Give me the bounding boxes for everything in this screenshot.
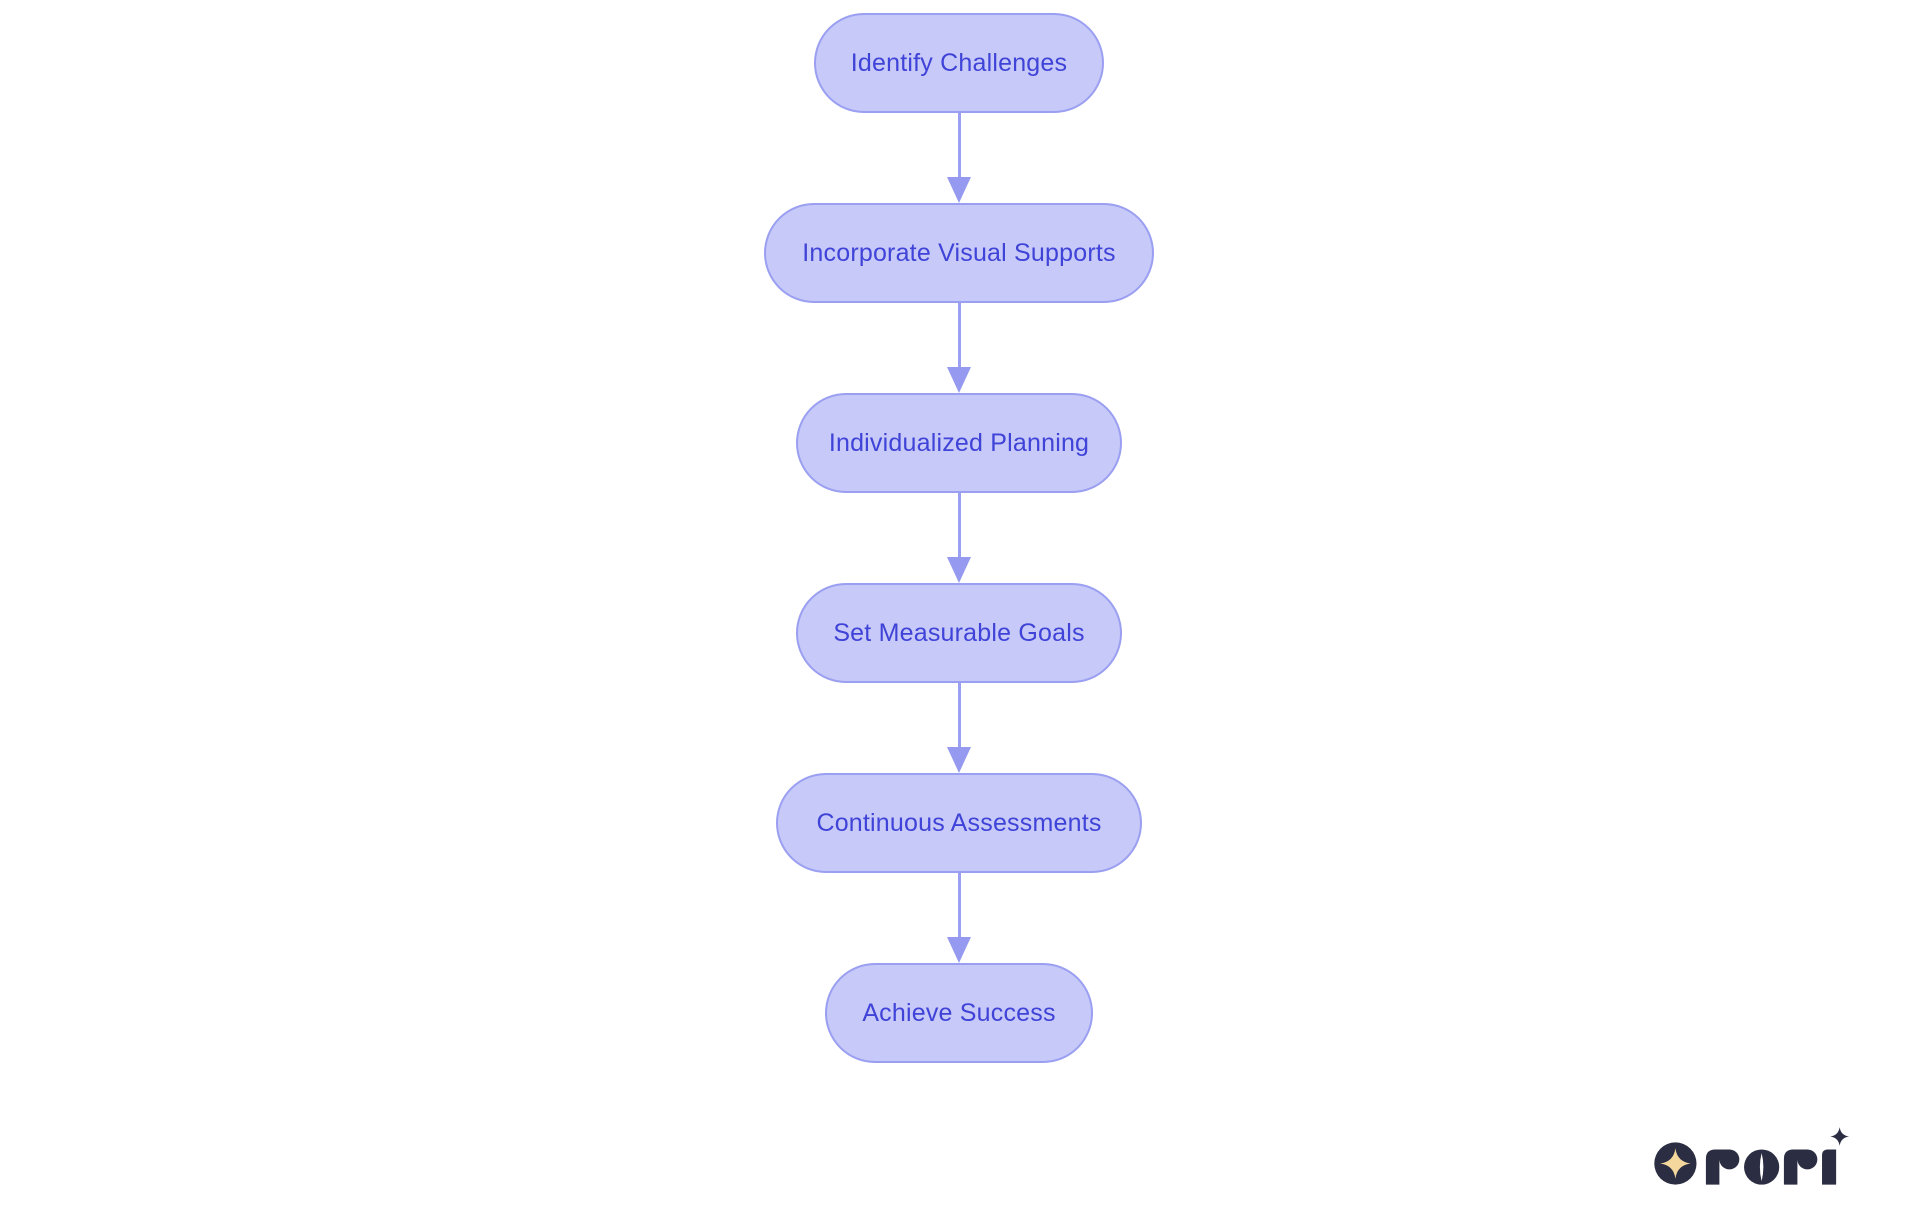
flow-arrow-connector xyxy=(946,493,972,583)
arrow-down-icon xyxy=(947,557,971,583)
flow-node-identify-challenges: Identify Challenges xyxy=(814,13,1104,113)
flow-node-label: Identify Challenges xyxy=(850,48,1068,77)
rori-logo-graphic xyxy=(1654,1127,1850,1185)
arrow-down-icon xyxy=(947,177,971,203)
flow-arrow-connector xyxy=(946,113,972,203)
arrow-down-icon xyxy=(947,367,971,393)
sparkle-circle-icon xyxy=(1654,1142,1697,1185)
flow-node-label: Continuous Assessments xyxy=(816,808,1102,837)
flow-node-continuous-assessments: Continuous Assessments xyxy=(776,773,1142,873)
flow-node-achieve-success: Achieve Success xyxy=(825,963,1093,1063)
rori-wordmark xyxy=(1705,1127,1850,1185)
flow-node-label: Incorporate Visual Supports xyxy=(802,238,1116,267)
arrow-shaft xyxy=(957,493,961,557)
flow-arrow-connector xyxy=(946,873,972,963)
flow-node-label: Set Measurable Goals xyxy=(833,618,1085,647)
arrow-shaft xyxy=(957,113,961,177)
arrow-shaft xyxy=(957,303,961,367)
flow-node-label: Individualized Planning xyxy=(828,428,1090,457)
flow-node-label: Achieve Success xyxy=(862,998,1056,1027)
flow-node-individualized-planning: Individualized Planning xyxy=(796,393,1122,493)
arrow-shaft xyxy=(957,873,961,937)
flow-node-incorporate-visual-supports: Incorporate Visual Supports xyxy=(764,203,1154,303)
flow-arrow-connector xyxy=(946,303,972,393)
arrow-down-icon xyxy=(947,747,971,773)
flow-arrow-connector xyxy=(946,683,972,773)
rori-logo xyxy=(1654,1126,1854,1187)
flow-node-set-measurable-goals: Set Measurable Goals xyxy=(796,583,1122,683)
arrow-shaft xyxy=(957,683,961,747)
arrow-down-icon xyxy=(947,937,971,963)
